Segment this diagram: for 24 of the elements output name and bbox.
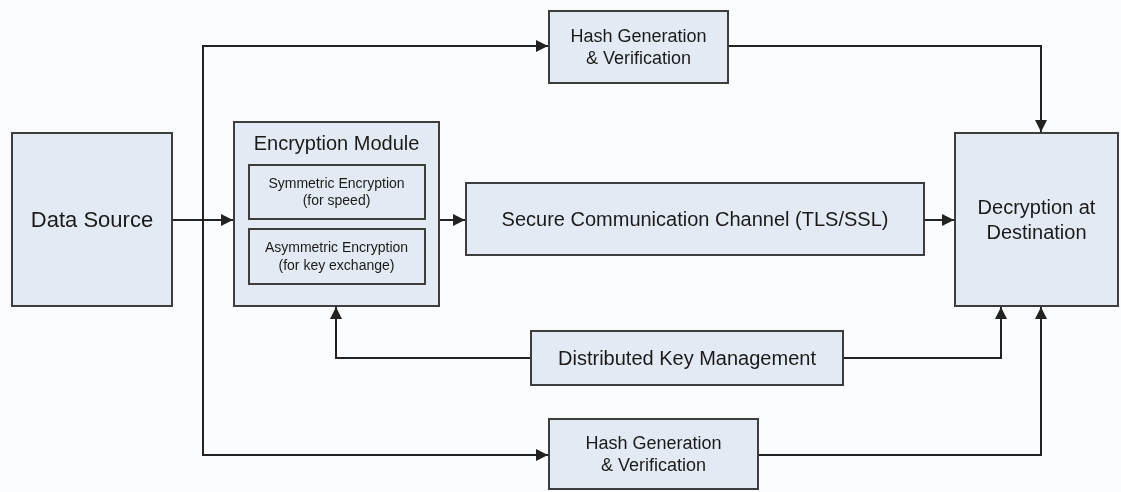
- arrow: [728, 45, 1047, 133]
- arrow: [758, 306, 1047, 456]
- arrow: [330, 306, 531, 359]
- box-label: Distributed Key Management: [557, 345, 817, 371]
- arrow: [439, 214, 466, 226]
- process-box: [548, 418, 759, 490]
- process-box: [247, 164, 426, 220]
- box-label: Symmetric Encryption (for speed): [267, 174, 406, 210]
- process-box: [530, 330, 844, 386]
- process-box: [548, 10, 729, 84]
- box-label: Secure Communication Channel (TLS/SSL): [500, 206, 890, 232]
- process-box: [11, 132, 173, 307]
- process-box: [954, 132, 1119, 307]
- box-label: Data Source: [29, 205, 155, 234]
- box-label: Hash Generation & Verification: [584, 431, 723, 477]
- module-box: [233, 121, 440, 307]
- process-box: [465, 182, 925, 256]
- module-title: Encryption Module: [252, 131, 421, 156]
- box-label: Decryption at Destination: [976, 194, 1097, 245]
- box-label: Asymmetric Encryption (for key exchange): [263, 239, 410, 274]
- arrow: [843, 306, 1007, 359]
- arrow: [924, 214, 955, 226]
- process-box: [247, 228, 426, 285]
- box-label: Hash Generation & Verification: [569, 24, 708, 70]
